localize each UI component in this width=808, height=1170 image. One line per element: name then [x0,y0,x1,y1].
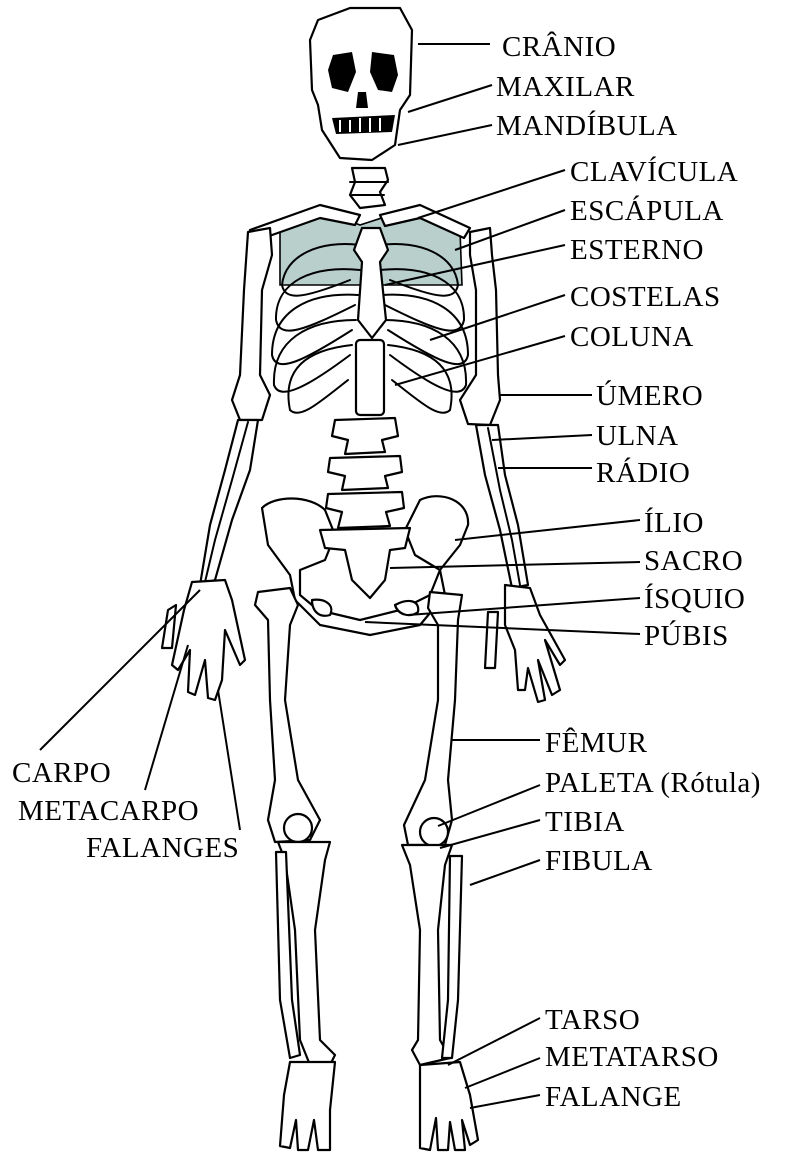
label-radio: RÁDIO [596,456,690,489]
label-metatarso: METATARSO [545,1041,719,1073]
label-esterno: ESTERNO [570,234,704,266]
label-cranio: CRÂNIO [502,30,616,63]
leader-lines [40,44,640,1108]
label-fibula: FIBULA [545,845,653,877]
label-femur: FÊMUR [545,726,648,759]
label-carpo: CARPO [12,757,111,789]
label-mandibula: MANDÍBULA [496,109,678,142]
label-ulna: ULNA [596,420,679,452]
label-tarso: TARSO [545,1004,640,1036]
right-hand [505,585,565,702]
left-femur [255,588,320,842]
label-pubis: PÚBIS [644,619,729,652]
right-femur [404,592,462,845]
label-sacro: SACRO [644,545,743,577]
skull [310,8,412,160]
label-falange: FALANGE [545,1081,682,1113]
label-escapula: ESCÁPULA [570,194,724,227]
label-paleta: PALETA (Rótula) [545,767,761,799]
right-fibula [442,856,462,1058]
label-clavicula: CLAVÍCULA [570,155,738,188]
left-patella [284,814,312,842]
label-falanges: FALANGES [86,832,239,864]
label-umero: ÚMERO [596,379,703,412]
label-tibia: TIBIA [545,806,625,838]
nasal-cavity [356,92,368,108]
label-isquio: ÍSQUIO [644,582,745,615]
left-humerus [232,228,272,420]
label-maxilar: MAXILAR [496,71,635,103]
right-foot [420,1062,478,1150]
sacrum [320,528,410,598]
label-metacarpo: METACARPO [18,795,199,827]
label-coluna: COLUNA [570,321,694,353]
label-costelas: COSTELAS [570,281,721,313]
teeth [332,115,395,134]
left-arm [162,228,272,700]
left-foot [280,1062,335,1150]
left-hand [172,580,245,700]
left-leg [255,588,335,1150]
right-leg [402,592,478,1150]
label-ilio: ÍLIO [644,506,704,539]
right-humerus [460,228,500,425]
right-patella [420,818,448,846]
